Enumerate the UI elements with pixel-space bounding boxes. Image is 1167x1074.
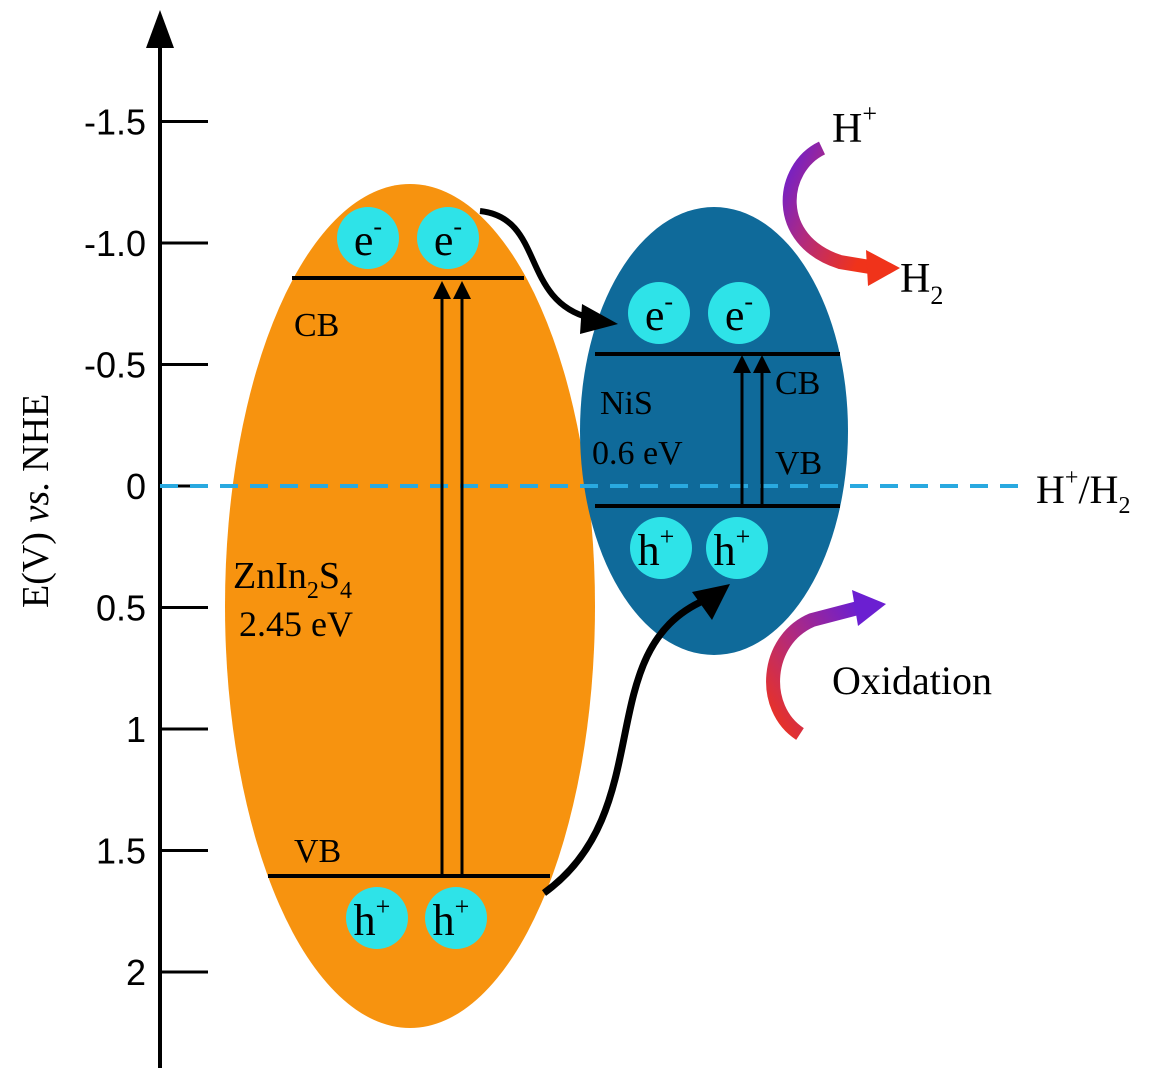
y-axis-arrowhead bbox=[146, 10, 174, 48]
y-axis-title-main: E(V) bbox=[15, 523, 57, 608]
hole-circle bbox=[706, 517, 768, 579]
reduction-arrow bbox=[782, 141, 878, 275]
hole-label: h+ bbox=[638, 522, 675, 575]
h-plus-h2-label: H+/H2 bbox=[1036, 465, 1130, 519]
hole-transfer-arrow bbox=[541, 596, 707, 896]
nis-holes: h+ h+ bbox=[630, 517, 768, 579]
electron-transfer-arrow bbox=[479, 208, 591, 321]
oxidation-arrowhead bbox=[852, 590, 886, 626]
hole-circle bbox=[425, 887, 487, 949]
hole-transfer-arrowhead bbox=[692, 584, 730, 620]
nis-cb-label: CB bbox=[775, 365, 820, 402]
znins-vb-label: VB bbox=[294, 833, 341, 870]
znins-holes: h+ h+ bbox=[346, 887, 487, 949]
reduction-product-label: H2 bbox=[900, 256, 943, 310]
nis-bandgap: 0.6 eV bbox=[592, 435, 683, 472]
hole-circle bbox=[630, 517, 692, 579]
y-axis-title: E(V) vs. NHE bbox=[15, 394, 57, 608]
y-axis-tick-label: 0.5 bbox=[96, 588, 146, 629]
znins-name: ZnIn2S4 bbox=[233, 555, 352, 604]
y-axis: -1.5 -1.0 -0.5 0 0.5 1 1.5 2 bbox=[84, 10, 208, 1068]
hole-label: h+ bbox=[714, 522, 751, 575]
hole-label: h+ bbox=[433, 892, 470, 945]
electron-circle bbox=[417, 207, 479, 269]
y-axis-tick-label: 1 bbox=[126, 709, 146, 750]
znins-electrons: e- e- bbox=[337, 207, 479, 269]
electron-label: e- bbox=[725, 287, 753, 340]
hole-circle bbox=[346, 887, 408, 949]
y-axis-tick-label: -1.0 bbox=[84, 223, 146, 264]
nis-name: NiS bbox=[600, 385, 653, 422]
y-axis-title-ref: NHE bbox=[15, 394, 57, 482]
oxidation-label: Oxidation bbox=[832, 658, 992, 703]
electron-transfer-arrowhead bbox=[580, 304, 618, 334]
y-axis-tick-label: -0.5 bbox=[84, 345, 146, 386]
electron-label: e- bbox=[434, 212, 462, 265]
y-axis-tick-label: -1.5 bbox=[84, 102, 146, 143]
electron-label: e- bbox=[645, 287, 673, 340]
y-axis-ticks: -1.5 -1.0 -0.5 0 0.5 1 1.5 2 bbox=[84, 102, 208, 993]
znins-bandgap: 2.45 eV bbox=[239, 604, 353, 644]
znins-cb-label: CB bbox=[294, 307, 339, 344]
reduction-arrowhead bbox=[866, 250, 900, 286]
znins-band-ellipse bbox=[225, 184, 595, 1028]
electron-circle bbox=[337, 207, 399, 269]
nis-electrons: e- e- bbox=[628, 282, 770, 344]
y-axis-tick-label: 2 bbox=[126, 952, 146, 993]
electron-circle bbox=[708, 282, 770, 344]
y-axis-tick-label: 0 bbox=[126, 466, 146, 507]
hole-label: h+ bbox=[354, 892, 391, 945]
electron-circle bbox=[628, 282, 690, 344]
y-axis-tick-label: 1.5 bbox=[96, 831, 146, 872]
reduction-reactant-label: H+ bbox=[832, 99, 877, 152]
oxidation-arrow bbox=[766, 601, 860, 740]
electron-label: e- bbox=[354, 212, 382, 265]
y-axis-title-vs: vs. bbox=[15, 481, 57, 522]
nis-vb-label: VB bbox=[775, 445, 822, 482]
